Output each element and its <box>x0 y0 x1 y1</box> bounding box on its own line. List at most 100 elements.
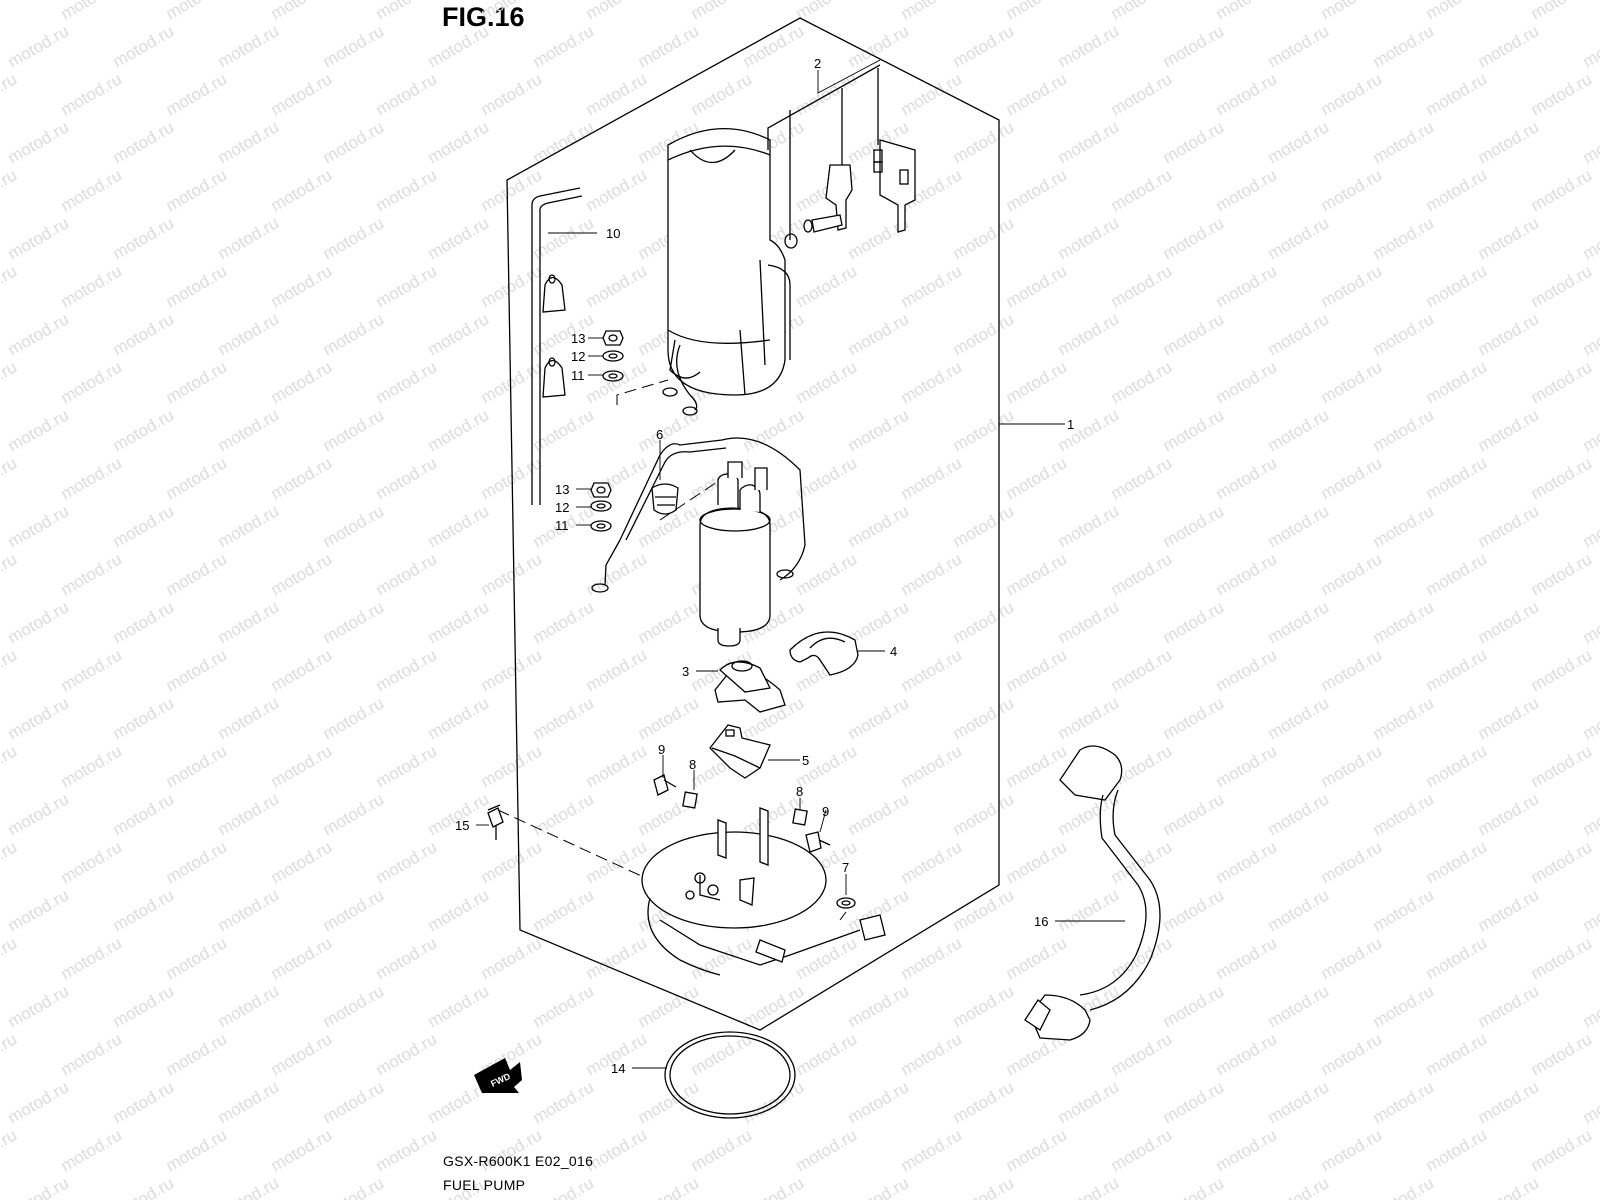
watermark-text: motod.ru <box>1108 549 1176 599</box>
watermark-text: motod.ru <box>1108 1125 1176 1175</box>
callout-13-lower: 13 <box>555 482 569 497</box>
watermark-text: motod.ru <box>1055 309 1123 359</box>
part-7-oring-small <box>836 897 856 909</box>
watermark-text: motod.ru <box>110 693 178 743</box>
watermark-text: motod.ru <box>1370 501 1438 551</box>
callout-7: 7 <box>842 860 849 875</box>
watermark-text: motod.ru <box>373 0 441 23</box>
watermark-text: motod.ru <box>688 69 756 119</box>
watermark-text: motod.ru <box>845 309 913 359</box>
watermark-text: motod.ru <box>0 933 20 983</box>
watermark-text: motod.ru <box>1528 453 1596 503</box>
watermark-text: motod.ru <box>530 1077 598 1127</box>
watermark-text: motod.ru <box>1528 0 1596 23</box>
watermark-text: motod.ru <box>425 885 493 935</box>
watermark-text: motod.ru <box>215 405 283 455</box>
watermark-text: motod.ru <box>1055 885 1123 935</box>
watermark-text: motod.ru <box>1213 741 1281 791</box>
watermark-text: motod.ru <box>320 885 388 935</box>
watermark-text: motod.ru <box>215 117 283 167</box>
watermark-text: motod.ru <box>898 837 966 887</box>
watermark-text: motod.ru <box>1213 165 1281 215</box>
callout-9-left: 9 <box>658 742 665 757</box>
watermark-text: motod.ru <box>1475 1173 1543 1200</box>
watermark-text: motod.ru <box>530 789 598 839</box>
watermark-text: motod.ru <box>5 21 73 71</box>
watermark-text: motod.ru <box>898 741 966 791</box>
watermark-text: motod.ru <box>373 69 441 119</box>
watermark-text: motod.ru <box>1265 21 1333 71</box>
watermark-text: motod.ru <box>1160 1173 1228 1200</box>
watermark-text: motod.ru <box>635 693 703 743</box>
watermark-text: motod.ru <box>215 693 283 743</box>
watermark-text: motod.ru <box>1370 405 1438 455</box>
watermark-text: motod.ru <box>5 885 73 935</box>
watermark-text: motod.ru <box>163 165 231 215</box>
watermark-text: motod.ru <box>583 0 651 23</box>
watermark-text: motod.ru <box>793 453 861 503</box>
watermark-text: motod.ru <box>583 357 651 407</box>
watermark-text: motod.ru <box>635 597 703 647</box>
watermark-text: motod.ru <box>1318 261 1386 311</box>
watermark-text: motod.ru <box>1003 549 1071 599</box>
watermark-text: motod.ru <box>5 1173 73 1200</box>
watermark-text: motod.ru <box>1003 261 1071 311</box>
watermark-text: motod.ru <box>163 0 231 23</box>
watermark-text: motod.ru <box>1423 453 1491 503</box>
watermark-text: motod.ru <box>1370 597 1438 647</box>
watermark-text: motod.ru <box>1055 213 1123 263</box>
watermark-text: motod.ru <box>1055 1077 1123 1127</box>
watermark-text: motod.ru <box>1213 0 1281 23</box>
watermark-text: motod.ru <box>1160 405 1228 455</box>
watermark-text: motod.ru <box>583 165 651 215</box>
figure-title: FIG.16 <box>442 2 525 32</box>
part-14-gasket <box>664 1031 796 1119</box>
callout-16: 16 <box>1034 914 1048 929</box>
watermark-text: motod.ru <box>1265 213 1333 263</box>
watermark-text: motod.ru <box>163 549 231 599</box>
watermark-text: motod.ru <box>320 1077 388 1127</box>
watermark-text: motod.ru <box>898 0 966 23</box>
watermark-text: motod.ru <box>320 213 388 263</box>
watermark-text: motod.ru <box>5 501 73 551</box>
watermark-text: motod.ru <box>1528 549 1596 599</box>
watermark-text: motod.ru <box>1160 117 1228 167</box>
watermark-text: motod.ru <box>58 645 126 695</box>
watermark-text: motod.ru <box>1423 1125 1491 1175</box>
watermark-text: motod.ru <box>898 357 966 407</box>
watermark-text: motod.ru <box>373 357 441 407</box>
watermark-text: motod.ru <box>1580 693 1600 743</box>
watermark-text: motod.ru <box>1003 741 1071 791</box>
watermark-text: motod.ru <box>58 1125 126 1175</box>
watermark-text: motod.ru <box>898 69 966 119</box>
watermark-text: motod.ru <box>0 1125 20 1175</box>
watermark-text: motod.ru <box>5 1077 73 1127</box>
watermark-text: motod.ru <box>1580 885 1600 935</box>
watermark-text: motod.ru <box>1003 837 1071 887</box>
watermark-text: motod.ru <box>530 693 598 743</box>
watermark-text: motod.ru <box>5 981 73 1031</box>
watermark-text: motod.ru <box>58 933 126 983</box>
watermark-text: motod.ru <box>1370 1173 1438 1200</box>
watermark-text: motod.ru <box>5 693 73 743</box>
watermark-text: motod.ru <box>425 597 493 647</box>
watermark-text: motod.ru <box>320 21 388 71</box>
watermark-text: motod.ru <box>478 261 546 311</box>
watermark-text: motod.ru <box>1580 789 1600 839</box>
watermark-text: motod.ru <box>215 1077 283 1127</box>
watermark-text: motod.ru <box>793 1125 861 1175</box>
watermark-text: motod.ru <box>1213 837 1281 887</box>
watermark-text: motod.ru <box>688 1125 756 1175</box>
watermark-text: motod.ru <box>1055 597 1123 647</box>
watermark-text: motod.ru <box>373 645 441 695</box>
watermark-text: motod.ru <box>1528 741 1596 791</box>
watermark-text: motod.ru <box>898 549 966 599</box>
watermark-text: motod.ru <box>58 69 126 119</box>
callout-1: 1 <box>1067 417 1074 432</box>
watermark-text: motod.ru <box>1213 453 1281 503</box>
watermark-text: motod.ru <box>215 981 283 1031</box>
watermark-text: motod.ru <box>373 1029 441 1079</box>
watermark-text: motod.ru <box>373 453 441 503</box>
watermark-text: motod.ru <box>1160 1077 1228 1127</box>
